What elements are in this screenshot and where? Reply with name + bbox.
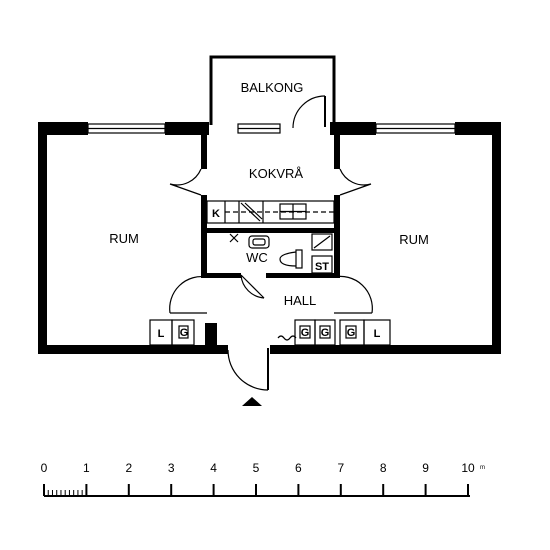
scale-label-0: 0 [41,461,48,475]
balcony [209,55,336,129]
interior-walls [201,133,340,345]
scale-minor-ticks [47,490,83,496]
scale-label-3: 3 [168,461,175,475]
outer-walls [38,122,501,354]
scale-label-8: 8 [380,461,387,475]
wardrobes-right [294,319,391,346]
cabinet-left-0: L [158,328,165,340]
scale-label-2: 2 [125,461,132,475]
label-wc: WC [246,250,268,265]
cabinet-left-1: G [180,327,189,339]
cabinet-right-3: L [374,328,381,340]
scale-ticks [43,484,469,496]
label-balkong: BALKONG [241,80,304,95]
scale-label-5: 5 [253,461,260,475]
entrance-arrow-icon [242,397,262,406]
wardrobes-left [149,319,195,346]
cabinet-right-1: G [321,327,330,339]
label-kokvra: KOKVRÅ [249,166,304,181]
label-k: K [212,208,220,220]
label-hall: HALL [284,293,317,308]
scale-label-6: 6 [295,461,302,475]
cabinet-right-0: G [301,327,310,339]
kitchen-counter [206,200,335,224]
scale-label-1: 1 [83,461,90,475]
label-st: ST [315,261,329,273]
scale-unit: m [480,465,485,471]
scale-label-9: 9 [422,461,429,475]
cabinet-right-2: G [347,327,356,339]
hall-wavy-line [277,335,297,341]
scale-bar: 0 1 2 3 4 5 6 7 8 9 10 m [41,461,485,497]
label-rum-right: RUM [399,232,429,247]
bathroom-fixtures [229,233,333,274]
door-swings [169,168,373,391]
label-rum-left: RUM [109,231,139,246]
scale-label-10: 10 [461,461,475,475]
scale-label-7: 7 [337,461,344,475]
scale-labels: 0 1 2 3 4 5 6 7 8 9 10 [41,461,475,475]
windows [87,123,456,134]
scale-label-4: 4 [210,461,217,475]
